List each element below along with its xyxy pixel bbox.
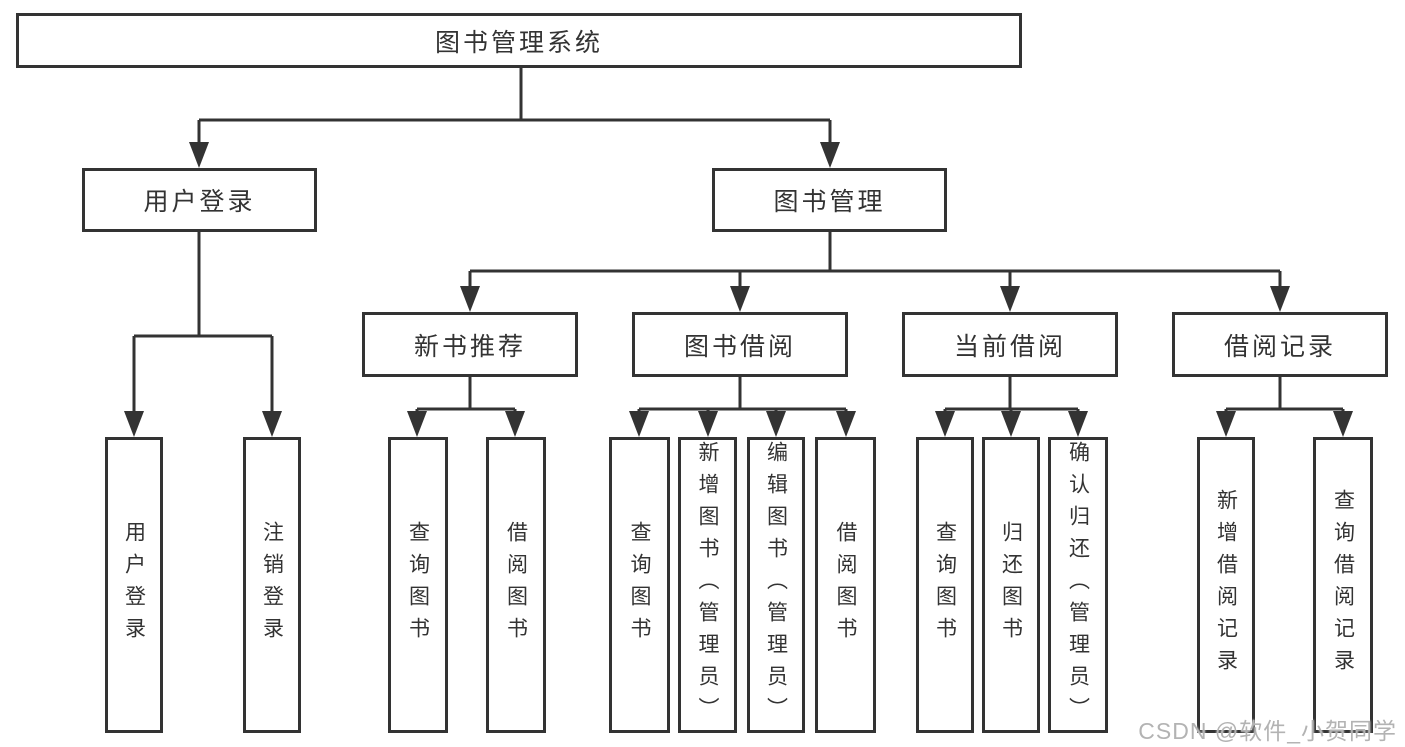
leaf-query-books-recommendation: 查询图书 [388,437,448,733]
csdn-watermark: CSDN @软件_小贺同学 [1138,718,1397,744]
arrowhead-icon [262,411,282,437]
arrowhead-icon [935,411,955,437]
leaf-borrow-books-borrowing: 借阅图书 [815,437,876,733]
node-new-book-recommendation-label: 新书推荐 [413,332,526,361]
leaf-query-borrow-record-label: 查询借阅记录 [1331,489,1355,681]
arrowhead-icon [505,411,525,437]
arrowhead-icon [1068,411,1088,437]
node-user-login-branch: 用户登录 [82,168,317,232]
arrowhead-icon [1270,286,1290,312]
node-book-borrowing-label: 图书借阅 [683,332,796,361]
node-borrowing-records-label: 借阅记录 [1223,332,1336,361]
leaf-add-book-admin-label: 新增图书（管理员） [696,441,719,729]
leaf-confirm-return-admin: 确认归还（管理员） [1048,437,1108,733]
arrowhead-icon [1216,411,1236,437]
leaf-query-books-recommendation-label: 查询图书 [406,521,430,649]
leaf-query-books-borrowing: 查询图书 [609,437,670,733]
arrowhead-icon [698,411,718,437]
leaf-query-books-current: 查询图书 [916,437,974,733]
arrowhead-icon [407,411,427,437]
node-current-borrowing-label: 当前借阅 [953,332,1066,361]
leaf-confirm-return-admin-label: 确认归还（管理员） [1066,441,1090,729]
arrowhead-icon [730,286,750,312]
arrowhead-icon [836,411,856,437]
leaf-add-borrow-record: 新增借阅记录 [1197,437,1255,733]
leaf-add-book-admin: 新增图书（管理员） [678,437,737,733]
leaf-user-login-label: 用户登录 [122,521,146,649]
arrowhead-icon [629,411,649,437]
leaf-query-borrow-record: 查询借阅记录 [1313,437,1373,733]
node-borrowing-records: 借阅记录 [1172,312,1388,377]
node-book-management-branch-label: 图书管理 [773,188,886,216]
node-book-management-branch: 图书管理 [712,168,947,232]
leaf-add-borrow-record-label: 新增借阅记录 [1214,489,1238,681]
node-new-book-recommendation: 新书推荐 [362,312,578,377]
node-library-management-system-label: 图书管理系统 [434,28,603,57]
arrowhead-icon [124,411,144,437]
leaf-logout-label: 注销登录 [260,521,284,649]
leaf-return-book: 归还图书 [982,437,1040,733]
leaf-edit-book-admin: 编辑图书（管理员） [747,437,805,733]
arrowhead-icon [1001,411,1021,437]
arrowhead-icon [1000,286,1020,312]
leaf-edit-book-admin-label: 编辑图书（管理员） [764,441,788,729]
node-library-management-system: 图书管理系统 [16,13,1022,68]
arrowhead-icon [1333,411,1353,437]
leaf-borrow-books-recommendation: 借阅图书 [486,437,546,733]
arrowhead-icon [189,142,209,168]
leaf-borrow-books-borrowing-label: 借阅图书 [834,521,857,649]
leaf-query-books-borrowing-label: 查询图书 [628,521,651,649]
leaf-user-login: 用户登录 [105,437,163,733]
node-user-login-branch-label: 用户登录 [143,188,256,216]
node-current-borrowing: 当前借阅 [902,312,1118,377]
arrowhead-icon [820,142,840,168]
leaf-logout: 注销登录 [243,437,301,733]
leaf-borrow-books-recommendation-label: 借阅图书 [504,521,528,649]
leaf-return-book-label: 归还图书 [999,521,1023,649]
leaf-query-books-current-label: 查询图书 [933,521,957,649]
node-book-borrowing: 图书借阅 [632,312,848,377]
arrowhead-icon [766,411,786,437]
arrowhead-icon [460,286,480,312]
